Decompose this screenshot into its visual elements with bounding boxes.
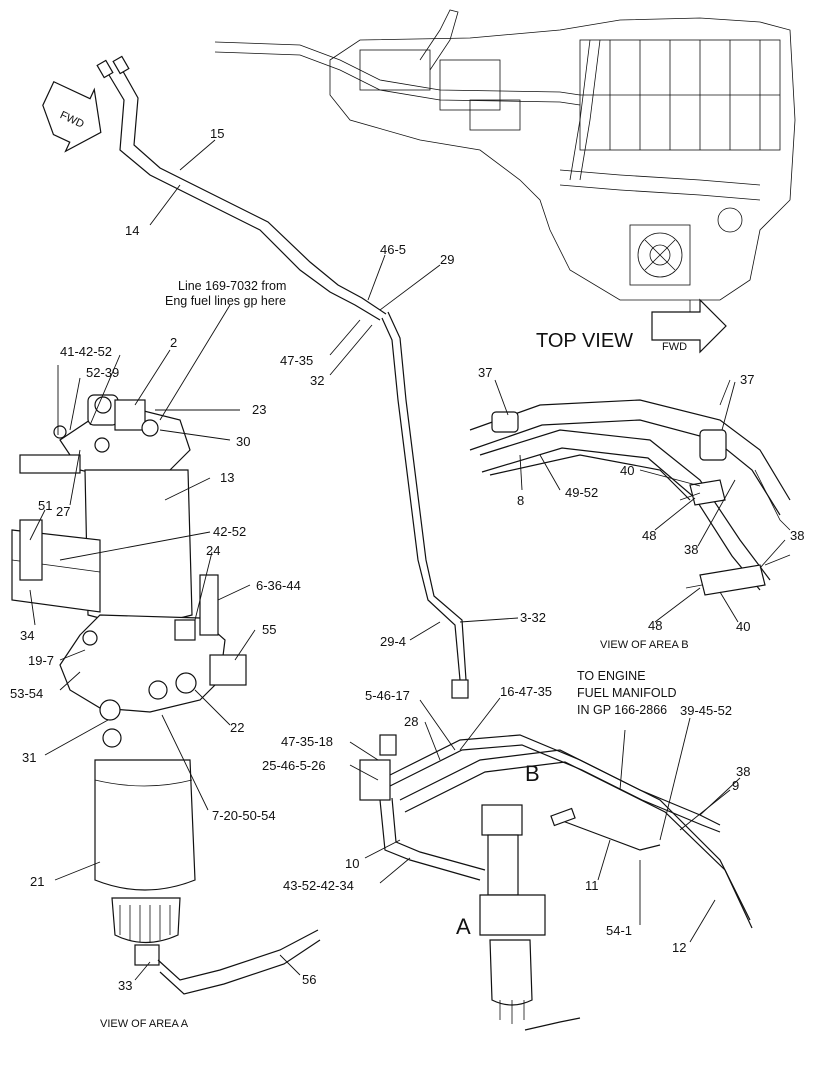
callout-40-top: 40 — [620, 463, 634, 478]
small-filter-area-a — [479, 804, 581, 1031]
callout-48-bot: 48 — [648, 618, 662, 633]
fuel-line-14-15 — [96, 55, 467, 681]
callout-28: 28 — [404, 714, 418, 729]
callout-52-39: 52-39 — [86, 365, 119, 380]
callout-2: 2 — [170, 335, 177, 350]
callout-39-45-52: 39-45-52 — [680, 703, 732, 718]
top-view-engine-frame — [214, 9, 796, 301]
callout-51: 51 — [38, 498, 52, 513]
callout-22: 22 — [230, 720, 244, 735]
to-engine-line2: FUEL MANIFOLD — [577, 686, 677, 700]
callout-23: 23 — [252, 402, 266, 417]
line-note-line1: Line 169-7032 from — [178, 279, 286, 293]
fwd-arrow-top-view: FWD — [651, 298, 727, 354]
callout-13: 13 — [220, 470, 234, 485]
callout-34: 34 — [20, 628, 34, 643]
callout-32: 32 — [310, 373, 324, 388]
callout-42-52: 42-52 — [213, 524, 246, 539]
area-a-filter-assembly — [11, 394, 321, 995]
callout-40-bot: 40 — [736, 619, 750, 634]
line-note-line2: Eng fuel lines gp here — [165, 294, 286, 308]
callout-33: 33 — [118, 978, 132, 993]
callout-25-46-5-26: 25-46-5-26 — [262, 758, 326, 773]
view-of-area-b-caption: VIEW OF AREA B — [600, 639, 689, 651]
callout-56: 56 — [302, 972, 316, 987]
callout-41-42-52: 41-42-52 — [60, 344, 112, 359]
callout-27: 27 — [56, 504, 70, 519]
view-of-area-a-caption: VIEW OF AREA A — [100, 1018, 189, 1030]
callout-leaders — [29, 139, 786, 981]
callout-54-1: 54-1 — [606, 923, 632, 938]
callout-21: 21 — [30, 874, 44, 889]
callout-29-4: 29-4 — [380, 634, 406, 649]
callout-29: 29 — [440, 252, 454, 267]
callout-53-54: 53-54 — [10, 686, 43, 701]
callout-24: 24 — [206, 543, 220, 558]
hose-bundle-center — [359, 679, 753, 929]
callout-55: 55 — [262, 622, 276, 637]
callout-3-32: 3-32 — [520, 610, 546, 625]
callout-43-52-42-34: 43-52-42-34 — [283, 878, 354, 893]
callout-11: 11 — [585, 878, 599, 893]
callout-15: 15 — [210, 126, 224, 141]
callout-12: 12 — [672, 940, 686, 955]
callout-31: 31 — [22, 750, 36, 765]
callout-46-5: 46-5 — [380, 242, 406, 257]
callout-10: 10 — [345, 856, 359, 871]
callout-37-left: 37 — [478, 365, 492, 380]
callout-14: 14 — [125, 223, 139, 238]
callout-47-35-18: 47-35-18 — [281, 734, 333, 749]
to-engine-line3: IN GP 166-2866 — [577, 703, 667, 717]
area-b-closeup — [469, 379, 791, 596]
callout-6-36-44: 6-36-44 — [256, 578, 301, 593]
area-a-marker: A — [456, 914, 471, 939]
to-engine-line1: TO ENGINE — [577, 669, 646, 683]
callout-19-7: 19-7 — [28, 653, 54, 668]
callout-49-52: 49-52 — [565, 485, 598, 500]
callout-38-right: 38 — [736, 764, 750, 779]
fwd-arrow-top-left: FWD — [42, 80, 102, 153]
callout-37-right: 37 — [740, 372, 754, 387]
callout-38-b: 38 — [790, 528, 804, 543]
fwd-label-top-view: FWD — [662, 341, 687, 353]
callout-47-35-top: 47-35 — [280, 353, 313, 368]
callout-9: 9 — [732, 778, 739, 793]
callout-labels: 15 14 46-5 29 47-35 32 Line 169-7032 fro… — [10, 126, 804, 1030]
callout-7-20-50-54: 7-20-50-54 — [212, 808, 276, 823]
callout-48-top: 48 — [642, 528, 656, 543]
callout-38-mid: 38 — [684, 542, 698, 557]
callout-5-46-17: 5-46-17 — [365, 688, 410, 703]
callout-8: 8 — [517, 493, 524, 508]
top-view-title: TOP VIEW — [536, 330, 633, 352]
callout-30: 30 — [236, 434, 250, 449]
callout-16-47-35: 16-47-35 — [500, 684, 552, 699]
area-b-marker: B — [525, 761, 540, 786]
